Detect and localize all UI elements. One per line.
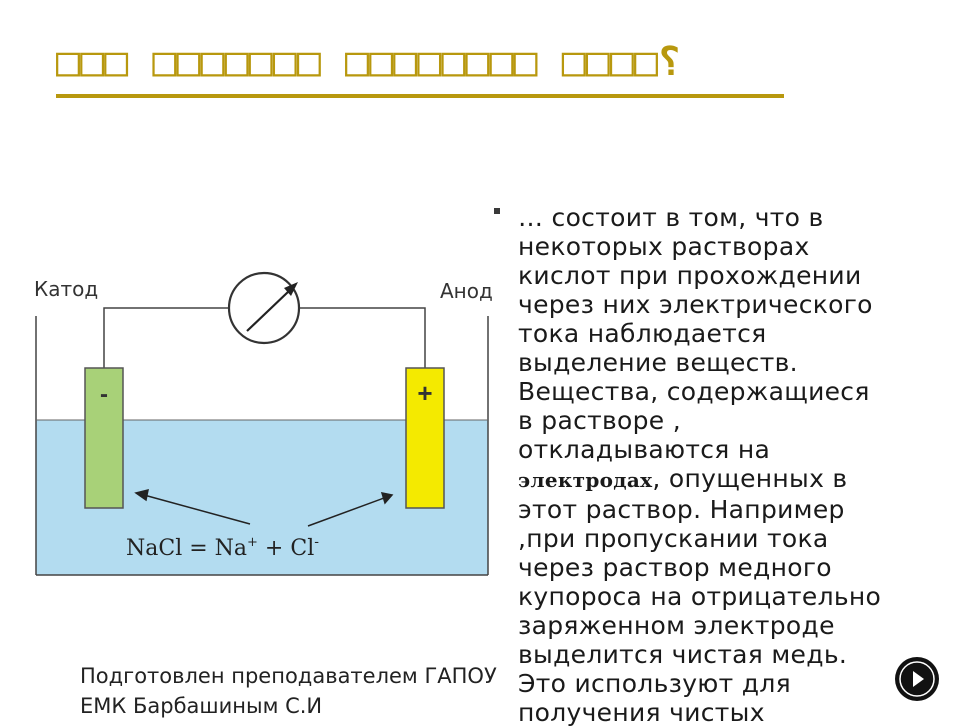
next-slide-button[interactable] (894, 656, 940, 702)
ion-arrows (134, 488, 394, 527)
equation-nacl: NaCl = Na (126, 536, 247, 561)
next-arrow-icon (899, 661, 935, 697)
text-line: ,при пропускании тока (518, 524, 829, 553)
text-line: получения чистых (518, 698, 765, 727)
cathode-electrode (84, 367, 124, 509)
text-line: электродах, опущенных в (518, 464, 918, 495)
bold-term: электродах (518, 468, 653, 492)
equation-cl-charge: - (314, 534, 319, 550)
text-line: откладываются на (518, 435, 771, 464)
equation-na-charge: + (247, 535, 258, 550)
cathode-wire (103, 307, 229, 368)
bullet-marker (494, 208, 500, 214)
anode-label: Анод (440, 279, 493, 303)
anode-wire (300, 307, 426, 368)
text-line: в растворе , (518, 406, 681, 435)
title-underline (56, 94, 784, 98)
text-line: … состоит в том, что в (518, 203, 824, 232)
cathode-label: Катод (34, 277, 98, 301)
anode-sign: + (417, 378, 432, 408)
electrolysis-diagram: - + Катод Анод NaCl = Na+ + Cl- (34, 271, 493, 576)
cathode-sign: - (100, 381, 108, 408)
text-line: купороса на отрицательно (518, 582, 882, 611)
text-line: выделится чистая медь. (518, 640, 848, 669)
text-line: этот раствор. Например (518, 495, 845, 524)
slide-title-block: □□□ □□□□□□□ □□□□□□□□ □□□□؟ (56, 34, 784, 98)
dissociation-equation: NaCl = Na+ + Cl- (126, 534, 319, 561)
text-line: выделение веществ. (518, 348, 798, 377)
text-line: Это используют для (518, 669, 791, 698)
text-line: кислот при прохождении (518, 261, 862, 290)
slide-footer: Подготовлен преподавателем ГАПОУ ЕМК Бар… (80, 661, 497, 721)
slide-body-text: … состоит в том, что в некоторых раствор… (518, 203, 918, 727)
text-line: тока наблюдается (518, 319, 767, 348)
text-line: некоторых растворах (518, 232, 810, 261)
text-line: заряженном электроде (518, 611, 835, 640)
footer-author-line-1: Подготовлен преподавателем ГАПОУ (80, 664, 497, 688)
galvanometer-icon (227, 271, 301, 345)
equation-cl: + Cl (258, 536, 314, 561)
text-line: через раствор медного (518, 553, 832, 582)
text-fragment: , опущенных в (652, 464, 848, 493)
text-line: через них электрического (518, 290, 873, 319)
footer-author-line-2: ЕМК Барбашиным С.И (80, 694, 323, 718)
anode-electrode (405, 367, 445, 509)
slide-title: □□□ □□□□□□□ □□□□□□□□ □□□□؟ (56, 39, 683, 85)
text-line: Вещества, содержащиеся (518, 377, 870, 406)
